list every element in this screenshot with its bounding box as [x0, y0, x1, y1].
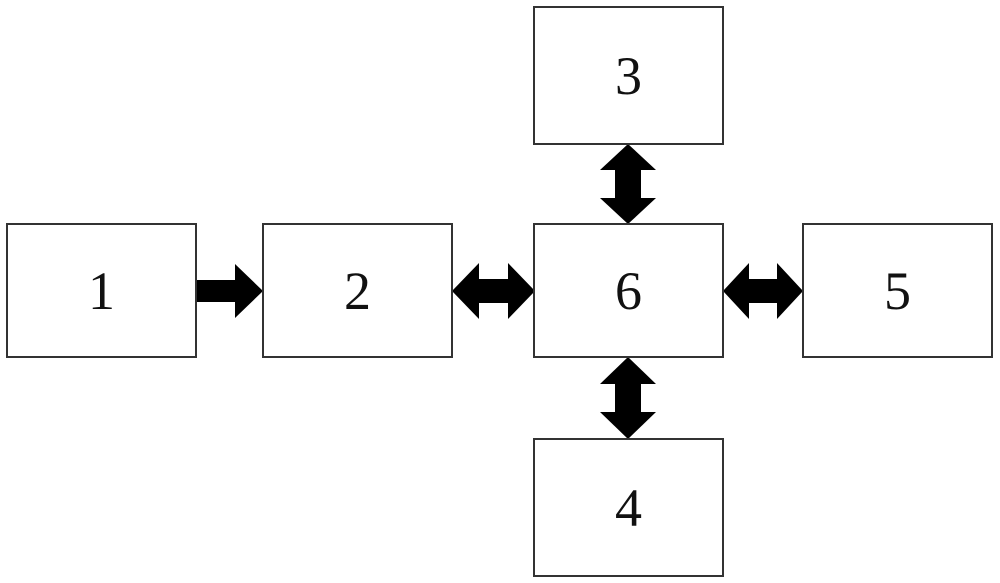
double-vertical-arrow-shape	[600, 144, 656, 224]
arrow-block6-to-block4	[598, 357, 658, 439]
block-1[interactable]: 1	[6, 223, 197, 358]
arrow-block1-to-block2	[197, 262, 263, 320]
block-6[interactable]: 6	[533, 223, 724, 358]
double-vertical-arrow-shape	[600, 357, 656, 439]
block-3-label: 3	[615, 45, 642, 106]
block-2[interactable]: 2	[262, 223, 453, 358]
block-4-label: 4	[615, 477, 642, 538]
block-1-label: 1	[88, 260, 115, 321]
arrow-block3-to-block6	[598, 144, 658, 224]
arrow-block6-to-block5	[723, 260, 803, 322]
block-2-label: 2	[344, 260, 371, 321]
single-right-arrow-shape	[197, 264, 263, 318]
arrow-block2-to-block6	[452, 260, 535, 322]
block-5-label: 5	[884, 260, 911, 321]
block-5[interactable]: 5	[802, 223, 993, 358]
double-horizontal-arrow-shape	[452, 263, 535, 319]
block-6-label: 6	[615, 260, 642, 321]
double-horizontal-arrow-shape	[723, 263, 803, 319]
block-4[interactable]: 4	[533, 438, 724, 577]
block-3[interactable]: 3	[533, 6, 724, 145]
